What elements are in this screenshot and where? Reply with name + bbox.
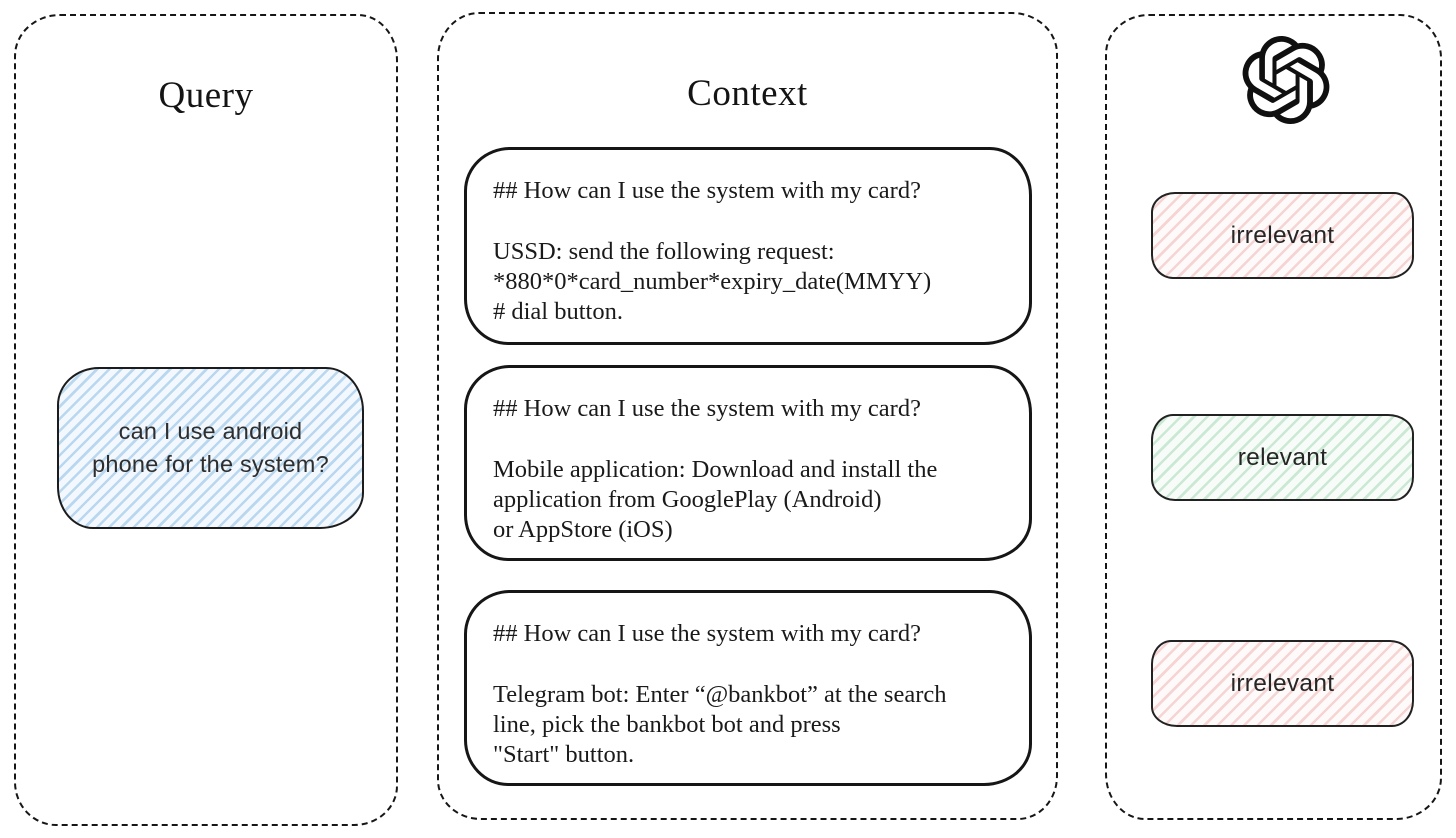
relevance-label-2-text: relevant (1237, 443, 1328, 471)
relevance-label-3-text: irrelevant (1230, 669, 1335, 697)
relevance-label-1-text: irrelevant (1230, 221, 1335, 249)
context-chunk-2-heading: ## How can I use the system with my card… (493, 395, 921, 422)
relevance-label-3: irrelevant (1151, 640, 1414, 727)
relevance-label-1: irrelevant (1151, 192, 1414, 279)
query-box: can I use android phone for the system? (57, 367, 364, 529)
context-chunk-1-heading: ## How can I use the system with my card… (493, 177, 921, 204)
openai-logo-icon (1242, 36, 1329, 124)
context-panel: Context ## How can I use the system with… (437, 12, 1058, 820)
query-text: can I use android phone for the system? (92, 418, 329, 477)
context-chunk-2: ## How can I use the system with my card… (464, 365, 1032, 561)
context-chunk-3-heading: ## How can I use the system with my card… (493, 620, 921, 647)
context-chunk-2-body: Mobile application: Download and install… (493, 456, 938, 543)
relevance-label-2: relevant (1151, 414, 1414, 501)
results-panel: irrelevant relevant irrelevant (1105, 14, 1442, 820)
context-panel-title: Context (687, 73, 808, 114)
context-chunk-1: ## How can I use the system with my card… (464, 147, 1032, 345)
context-chunk-3: ## How can I use the system with my card… (464, 590, 1032, 786)
query-panel: Query can I use android phone for the sy… (14, 14, 398, 826)
context-chunk-1-body: USSD: send the following request: *880*0… (493, 238, 932, 325)
context-chunk-3-body: Telegram bot: Enter “@bankbot” at the se… (493, 681, 947, 768)
query-panel-title: Query (158, 75, 254, 116)
